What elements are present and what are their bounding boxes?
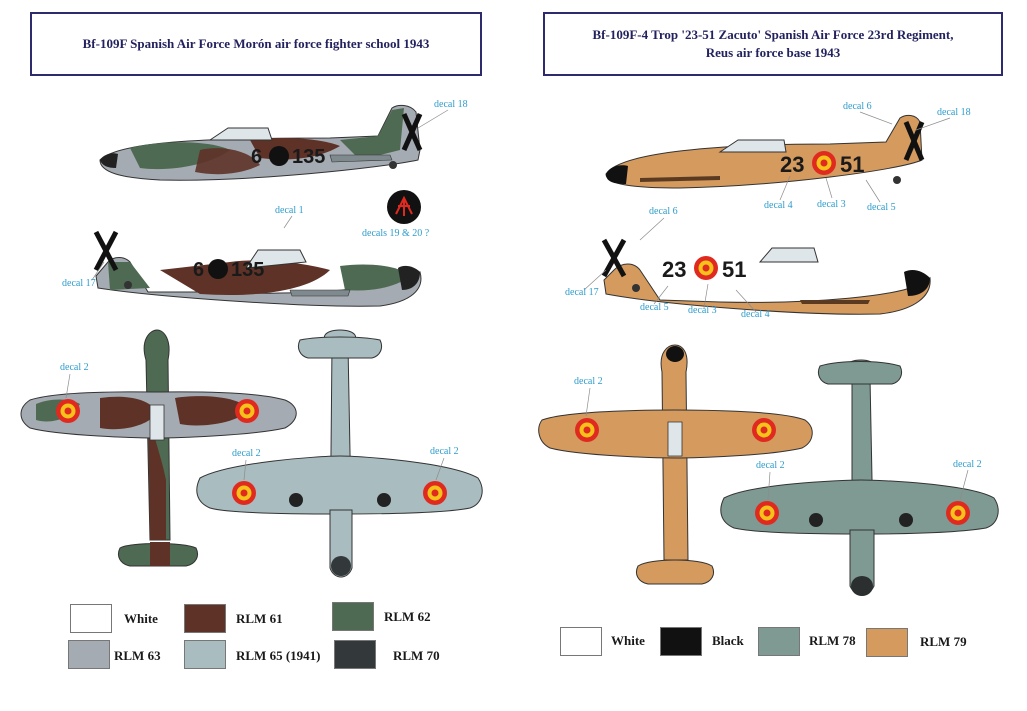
legend-label-rlm78: RLM 78 [809, 633, 856, 648]
callout-right-decal-4-bottom: decal 4 [741, 309, 770, 320]
callout-left-decal-2-under-left: decal 2 [232, 448, 261, 459]
right-side-profile-2: 23 51 [601, 238, 931, 315]
left-underside-view [196, 329, 483, 578]
legend-swatch-white-left [70, 604, 112, 633]
right-underside-view [720, 359, 999, 596]
right-title-line1: Bf-109F-4 Trop '23-51 Zacuto' Spanish Ai… [592, 27, 954, 42]
legend-swatch-rlm65 [184, 640, 226, 669]
callout-right-decal-2-wing: decal 2 [574, 376, 603, 387]
callout-right-decal-6-top: decal 6 [843, 101, 872, 112]
callout-right-decal-18: decal 18 [937, 107, 971, 118]
callout-right-decal-17: decal 17 [565, 287, 599, 298]
left-code-prefix-1: 6 [251, 146, 262, 168]
legend-label-white-left: White [124, 611, 158, 626]
legend-swatch-black [660, 627, 702, 656]
left-code-suffix-1: 135 [292, 146, 325, 168]
legend-label-rlm79: RLM 79 [920, 634, 967, 649]
right-top-view [538, 344, 813, 585]
callout-right-decal-2-under-right: decal 2 [953, 459, 982, 470]
right-code-b-1: 51 [840, 152, 864, 177]
right-side-profile-1: 23 51 [605, 114, 925, 189]
left-code-prefix-2: 6 [193, 259, 204, 281]
legend-label-rlm63: RLM 63 [114, 648, 161, 663]
legend-swatch-rlm62 [332, 602, 374, 631]
callout-left-decal-18: decal 18 [434, 99, 468, 110]
callout-left-decal-1: decal 1 [275, 205, 304, 216]
right-title-box: Bf-109F-4 Trop '23-51 Zacuto' Spanish Ai… [543, 12, 1003, 76]
left-side-profile-2: 6 135 [93, 230, 422, 307]
left-title: Bf-109F Spanish Air Force Morón air forc… [82, 36, 430, 51]
left-title-box: Bf-109F Spanish Air Force Morón air forc… [30, 12, 482, 76]
legend-label-rlm70: RLM 70 [393, 648, 440, 663]
callout-right-decal-4-top: decal 4 [764, 200, 793, 211]
legend-label-rlm65: RLM 65 (1941) [236, 648, 321, 663]
right-code-a-1: 23 [780, 152, 804, 177]
legend-label-white-right: White [611, 633, 645, 648]
legend-swatch-white-right [560, 627, 602, 656]
leader-lines [65, 109, 969, 501]
left-code-suffix-2: 135 [231, 259, 264, 281]
callout-left-decal-17: decal 17 [62, 278, 96, 289]
callout-right-decal-6-bottom: decal 6 [649, 206, 678, 217]
callout-right-decal-3-top: decal 3 [817, 199, 846, 210]
callout-right-decal-2-under-left: decal 2 [756, 460, 785, 471]
callout-right-decal-5-bottom: decal 5 [640, 302, 669, 313]
callout-right-decal-5-top: decal 5 [867, 202, 896, 213]
legend-label-rlm61: RLM 61 [236, 611, 283, 626]
falange-emblem [387, 190, 421, 224]
left-top-view [20, 329, 297, 567]
legend-swatch-rlm70 [334, 640, 376, 669]
right-code-b-2: 51 [722, 257, 746, 282]
legend-label-rlm62: RLM 62 [384, 609, 431, 624]
callout-right-decal-3-bottom: decal 3 [688, 305, 717, 316]
legend-swatch-rlm63 [68, 640, 110, 669]
left-side-profile-1: 6 135 [99, 104, 423, 181]
legend-label-black: Black [712, 633, 744, 648]
right-code-a-2: 23 [662, 257, 686, 282]
legend-swatch-rlm78 [758, 627, 800, 656]
callout-left-decal-2-wing: decal 2 [60, 362, 89, 373]
callout-left-decal-2-under-right: decal 2 [430, 446, 459, 457]
callout-left-decals-19-20: decals 19 & 20 ? [362, 228, 430, 239]
legend-swatch-rlm61 [184, 604, 226, 633]
right-title-line2: Reus air force base 1943 [705, 45, 841, 60]
legend-swatch-rlm79 [866, 628, 908, 657]
